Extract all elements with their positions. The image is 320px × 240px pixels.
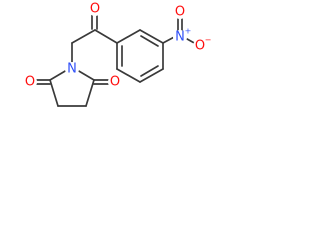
atom-o-nitro-right: O − — [193, 36, 211, 54]
bond-layer — [34, 11, 197, 107]
chemical-structure-diagram: O O N + O − N O — [23, 2, 211, 107]
atom-o-nitro-top: O — [173, 5, 187, 20]
atom-o-imide-left-label: O — [25, 75, 35, 90]
bond-ring-inner-c — [140, 65, 159, 77]
atom-n-nitro: N + — [173, 27, 191, 45]
bond-carbonyl-ch2 — [71, 29, 96, 44]
atom-label-layer: O O N + O − N O — [23, 2, 211, 90]
bond-carbonyl-aryl — [94, 29, 118, 44]
bond-ring-1 — [116, 29, 141, 44]
bond-ring-2 — [139, 29, 164, 44]
atom-n-ring-label: N — [67, 62, 77, 77]
atom-o-imide-right-label: O — [110, 75, 120, 90]
bond-c2-c3 — [49, 79, 59, 107]
atom-o-imide-right: O — [108, 75, 122, 90]
bond-ring-5 — [116, 68, 141, 83]
atom-o-nitro-right-charge: − — [205, 36, 212, 45]
atom-o-nitro-top-label: O — [175, 5, 185, 20]
bond-c4-c5 — [85, 79, 95, 107]
bond-ring-inner-b — [140, 35, 159, 47]
atom-o-nitro-right-label: O — [195, 39, 205, 54]
atom-n-ring: N — [65, 62, 79, 77]
atom-o-ketone: O — [88, 2, 102, 17]
atom-n-nitro-charge: + — [185, 27, 192, 36]
bond-ring-4 — [139, 68, 164, 83]
atom-o-ketone-label: O — [90, 2, 100, 17]
atom-n-nitro-label: N — [175, 30, 185, 45]
atom-o-imide-left: O — [23, 75, 37, 90]
